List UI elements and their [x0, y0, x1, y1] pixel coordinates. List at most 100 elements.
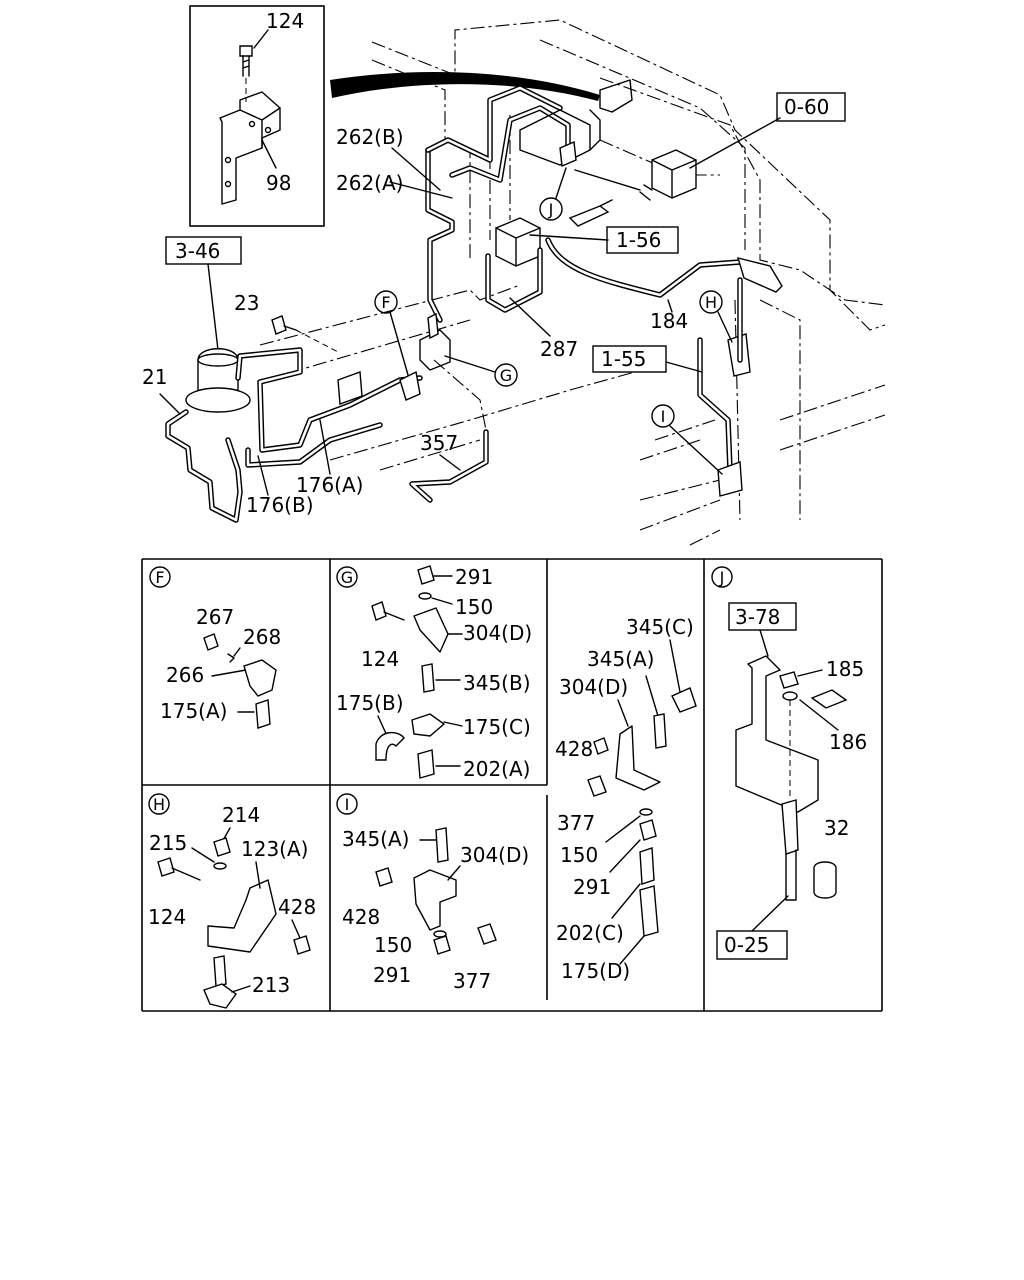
label-262a: 262(A)	[336, 171, 403, 195]
bracket-3-78	[735, 655, 819, 813]
reservoir	[185, 348, 251, 413]
label-345a-c3: 345(A)	[587, 647, 654, 671]
panel-H-tag: H	[153, 795, 165, 814]
stud-345b	[421, 663, 435, 693]
nut-267	[203, 633, 219, 651]
bracket-186	[810, 689, 848, 709]
sensor-0-25	[781, 799, 799, 855]
label-124-h: 124	[148, 905, 186, 929]
callout-arrow	[330, 72, 600, 101]
label-291-g: 291	[455, 565, 493, 589]
union-202a	[417, 749, 435, 779]
label-150-g: 150	[455, 595, 493, 619]
union-202c	[639, 847, 655, 885]
stud-213	[213, 955, 227, 987]
label-1-56: 1-56	[616, 228, 661, 252]
label-175a: 175(A)	[160, 699, 227, 723]
fitting-345c	[671, 687, 697, 713]
inset-bracket-frame	[189, 5, 325, 227]
label-213: 213	[252, 973, 290, 997]
panel-G-tag: G	[341, 568, 353, 587]
panel-F-tag: F	[155, 568, 164, 587]
valve-0-60	[574, 149, 697, 201]
fitting-213	[203, 983, 237, 1009]
nut-428-c3	[593, 737, 609, 755]
label-377-i: 377	[453, 969, 491, 993]
label-21: 21	[142, 365, 167, 389]
pipe-357	[409, 429, 489, 503]
label-345c: 345(C)	[626, 615, 694, 639]
nut-291-i	[433, 935, 451, 955]
label-124-g: 124	[361, 647, 399, 671]
label-291-c3: 291	[573, 875, 611, 899]
ref-box-0-60	[776, 92, 846, 122]
pipe-21	[165, 409, 243, 523]
callout-F	[374, 290, 398, 314]
bracket-123a	[207, 879, 277, 953]
panel-G: G 291 150 304(D) 124 345(B) 175(B) 175(C…	[336, 565, 532, 781]
callout-J	[539, 197, 563, 221]
ref-box-1-56	[606, 226, 679, 254]
fitting-F	[399, 370, 421, 401]
callout-G-text: G	[500, 366, 512, 385]
label-202c: 202(C)	[556, 921, 624, 945]
bushing-185	[779, 671, 799, 689]
union-175a	[255, 699, 271, 729]
sleeve-32	[813, 861, 837, 899]
panel-I: I 345(A) 304(D) 428 150 291 377	[336, 793, 529, 993]
bolt-124-h	[157, 857, 175, 877]
label-287: 287	[540, 337, 578, 361]
label-357: 357	[420, 431, 458, 455]
label-175c: 175(C)	[463, 715, 531, 739]
label-267: 267	[196, 605, 234, 629]
label-185: 185	[826, 657, 864, 681]
bolt-23	[271, 315, 339, 353]
label-304d-i: 304(D)	[460, 843, 529, 867]
callout-G	[494, 363, 518, 387]
junction-G	[419, 312, 487, 431]
label-291-i: 291	[373, 963, 411, 987]
nut-428-h	[293, 935, 311, 955]
label-176b: 176(B)	[246, 493, 314, 517]
label-262b: 262(B)	[336, 125, 404, 149]
label-215: 215	[149, 831, 187, 855]
callout-I-text: I	[661, 407, 666, 426]
nut-291-c3	[639, 819, 657, 841]
bolt-377-i	[477, 923, 497, 945]
pipe-176	[235, 347, 423, 468]
callout-H	[699, 290, 723, 314]
elbow-175b	[375, 731, 405, 761]
label-23: 23	[234, 291, 259, 315]
label-150-i: 150	[374, 933, 412, 957]
label-268: 268	[243, 625, 281, 649]
label-428-i: 428	[342, 905, 380, 929]
fitting-H	[717, 311, 751, 377]
label-345b: 345(B)	[463, 671, 531, 695]
bolt-377-c3	[587, 775, 607, 797]
label-184: 184	[650, 309, 688, 333]
label-3-46: 3-46	[175, 239, 220, 263]
label-304d-c3: 304(D)	[559, 675, 628, 699]
label-175b: 175(B)	[336, 691, 404, 715]
label-377-c3: 377	[557, 811, 595, 835]
bracket-304d-g	[413, 607, 449, 653]
nut-291	[417, 565, 435, 585]
stud-345a-i	[435, 827, 449, 863]
panel-J-tag: J	[719, 568, 725, 587]
label-186: 186	[829, 730, 867, 754]
panel-F: F 267 268 266 175(A)	[149, 566, 281, 729]
ref-box-3-46	[165, 236, 242, 265]
label-304d-g: 304(D)	[463, 621, 532, 645]
label-123a: 123(A)	[241, 837, 308, 861]
callout-J-text: J	[548, 200, 554, 219]
label-32: 32	[824, 816, 849, 840]
panel-I-tag: I	[345, 795, 350, 814]
connector-175d	[639, 885, 659, 937]
main-assembly-view: 124 98 262(B) 262(A)	[142, 5, 886, 546]
pipe-262	[425, 85, 571, 323]
panel-column-3: 345(C) 345(A) 304(D) 428 377 150 291 202…	[555, 615, 697, 983]
bracket-304d-c3	[615, 725, 661, 791]
pipe-184	[545, 237, 783, 298]
callout-I	[651, 404, 675, 428]
bolt-124-g	[371, 601, 387, 621]
